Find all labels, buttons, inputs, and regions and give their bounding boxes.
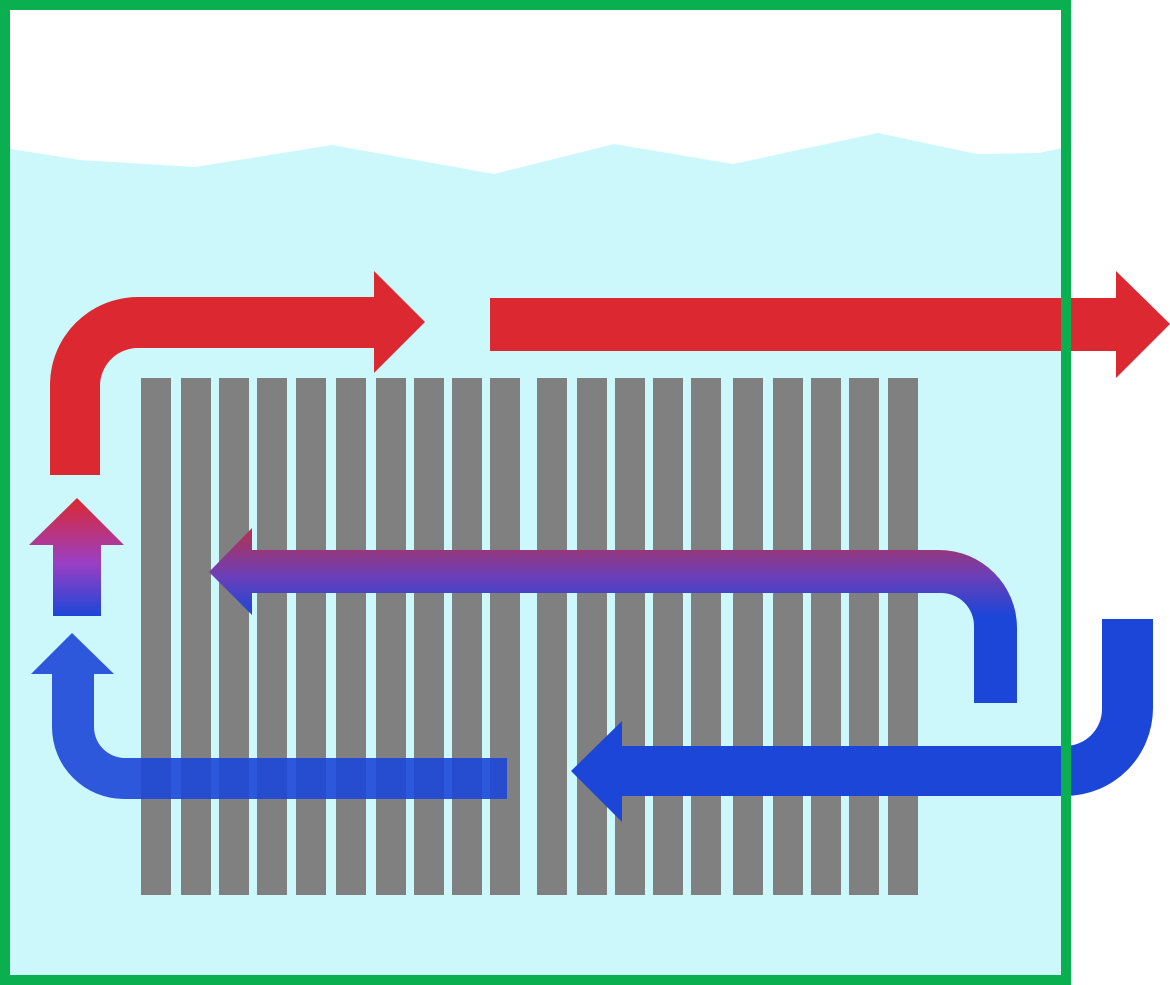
cold-inlet-arrow <box>571 619 1153 822</box>
fin <box>490 378 520 895</box>
fin <box>414 378 444 895</box>
fin <box>653 378 683 895</box>
cold-lower-arrow <box>31 633 507 799</box>
fin <box>219 378 249 895</box>
fin <box>888 378 918 895</box>
hot-outlet-arrow <box>490 271 1170 378</box>
fin <box>811 378 841 895</box>
fin <box>691 378 721 895</box>
mixed-return-arrow <box>209 528 1017 703</box>
fin <box>181 378 211 895</box>
fin <box>257 378 287 895</box>
tank-frame <box>0 0 1071 985</box>
fin <box>376 378 406 895</box>
warming-rise-arrow <box>29 498 124 616</box>
fin <box>537 378 567 895</box>
fin <box>296 378 326 895</box>
fin <box>733 378 763 895</box>
fin <box>336 378 366 895</box>
fin <box>577 378 607 895</box>
fin <box>773 378 803 895</box>
fin <box>849 378 879 895</box>
fin <box>452 378 482 895</box>
hot-bend-arrow <box>50 271 425 475</box>
fin <box>141 378 171 895</box>
fin-bank <box>141 378 918 895</box>
